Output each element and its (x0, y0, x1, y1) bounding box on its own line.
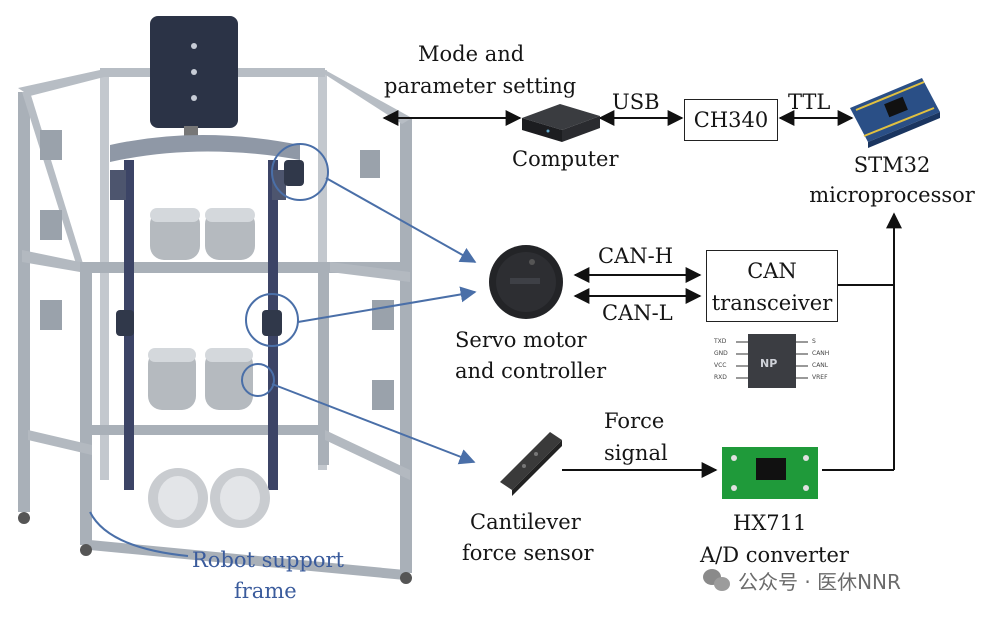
sensor-callout-arrow (271, 383, 476, 465)
cantilever-label-line2: force sensor (462, 541, 594, 565)
ad-converter-label: A/D converter (700, 543, 849, 567)
watermark-text: 公众号 · 医休NNR (738, 570, 901, 594)
chip-pin: GND (714, 350, 728, 357)
chip-pin: S (812, 338, 816, 345)
can-transceiver-box (706, 250, 838, 322)
force-signal-label-line2: signal (604, 441, 668, 465)
can-transceiver-label-line2: transceiver (711, 291, 833, 315)
chip-left-pins: TXD GND VCC RXD (714, 336, 728, 384)
mode-setting-label-line2: parameter setting (384, 74, 577, 98)
stm32-board-image (850, 78, 940, 148)
servo-label-line1: Servo motor (455, 328, 587, 352)
force-signal-label-line1: Force (604, 409, 665, 433)
cantilever-sensor-image (500, 432, 562, 496)
computer-label: Computer (512, 147, 619, 171)
chip-right-pins: S CANH CANL VREF (812, 336, 829, 384)
chip-pin: VREF (812, 374, 828, 381)
robot-frame-illustration (18, 16, 412, 584)
servo-motor-image (489, 245, 563, 319)
can-h-label: CAN-H (598, 244, 674, 268)
can-chip-image (736, 334, 808, 388)
computer-image (522, 104, 600, 142)
ch340-label: CH340 (693, 108, 769, 132)
can-transceiver-label-line1: CAN (747, 259, 797, 283)
chip-pin: TXD (714, 338, 727, 345)
chip-pin: CANH (812, 350, 830, 357)
frame-callout-line (89, 511, 189, 557)
mode-setting-label-line1: Mode and (418, 42, 525, 66)
servo-label-line2: and controller (455, 359, 607, 383)
robot-frame-label-line2: frame (234, 579, 297, 603)
chip-pin: CANL (812, 362, 829, 369)
ch340-box (684, 99, 778, 141)
chip-pin: RXD (714, 374, 727, 381)
stm32-label-line2: microprocessor (809, 183, 975, 207)
stm32-label-line1: STM32 (853, 153, 931, 177)
chip-logo: NP (760, 357, 778, 370)
robot-frame-label-line1: Robot support (192, 548, 344, 572)
wechat-icon (703, 569, 730, 591)
can-l-label: CAN-L (602, 301, 673, 325)
hx711-label: HX711 (733, 511, 807, 535)
ttl-label: TTL (788, 90, 831, 114)
hip-callout-arrow (325, 177, 477, 263)
knee-callout-arrow (297, 286, 477, 323)
hx711-board-image (722, 447, 818, 499)
chip-pin: VCC (714, 362, 727, 369)
usb-label: USB (612, 90, 660, 114)
cantilever-label-line1: Cantilever (470, 510, 581, 534)
